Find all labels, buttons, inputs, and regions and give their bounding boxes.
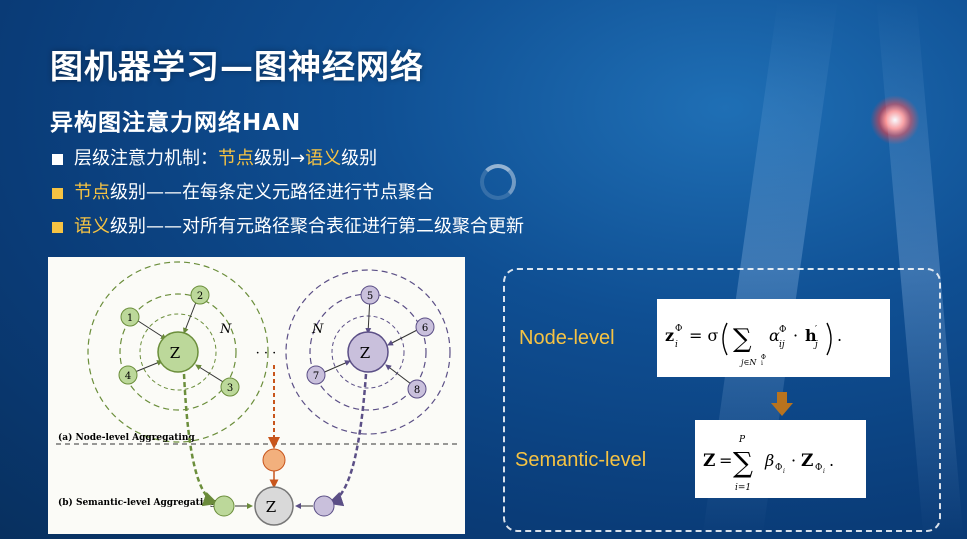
svg-text:′: ′ (815, 325, 817, 335)
svg-text:i: i (823, 468, 825, 475)
neighbor-label: N (311, 322, 324, 337)
graph-node: 4 (118, 365, 138, 385)
svg-text:·: · (791, 451, 796, 470)
loading-spinner-icon (480, 164, 516, 200)
bullet-list: 层级注意力机制：节点级别→语义级别 节点级别——在每条定义元路径进行节点聚合 语… (52, 146, 524, 248)
svg-text:i: i (783, 468, 785, 475)
bullet-item: 层级注意力机制：节点级别→语义级别 (52, 146, 524, 180)
svg-text:j: j (813, 340, 818, 350)
svg-text:β: β (764, 451, 774, 470)
bullet-highlight: 节点 (74, 182, 110, 203)
svg-text:2: 2 (197, 291, 203, 302)
graph-node: 6 (415, 317, 435, 337)
graph-node: 2 (190, 285, 210, 305)
svg-text:Z: Z (266, 498, 276, 516)
bullet-highlight: 语义 (74, 216, 110, 237)
svg-text:.: . (829, 451, 834, 470)
svg-text:ij: ij (779, 340, 785, 350)
svg-text:= σ: = σ (689, 326, 718, 345)
ellipsis: · · · (256, 346, 277, 361)
center-node-left: Z (157, 331, 199, 373)
down-arrow-icon (771, 392, 793, 416)
bullet-highlight: 节点 (218, 148, 254, 169)
svg-text:j∈N: j∈N (739, 358, 757, 367)
background-glow (870, 95, 920, 145)
svg-text:Φ: Φ (815, 463, 822, 473)
bullet-square-icon (52, 222, 63, 233)
bullet-item: 节点级别——在每条定义元路径进行节点聚合 (52, 180, 524, 214)
svg-text:3: 3 (227, 383, 233, 394)
han-figure: 1 2 3 4 5 6 7 8 Z Z N N · · · (a) Node-l… (48, 257, 465, 534)
bullet-text: 级别 (341, 148, 378, 169)
svg-text:∑: ∑ (733, 324, 752, 354)
bullet-item: 语义级别——对所有元路径聚合表征进行第二级聚合更新 (52, 214, 524, 248)
neighbor-label: N (219, 322, 232, 337)
svg-text:∑: ∑ (733, 446, 753, 479)
slide-subtitle: 异构图注意力网络HAN (50, 110, 302, 136)
bullet-square-icon (52, 188, 63, 199)
svg-text:.: . (837, 326, 842, 345)
semantic-node-left (213, 495, 235, 517)
svg-text:=: = (719, 451, 732, 470)
svg-text:6: 6 (422, 323, 428, 334)
graph-node: 8 (407, 379, 427, 399)
svg-text:Φ: Φ (761, 354, 766, 361)
svg-text:P: P (738, 435, 746, 445)
svg-text:Z: Z (170, 344, 180, 362)
svg-text:5: 5 (367, 291, 373, 302)
node-level-formula: z Φ i = σ ∑ j∈N i Φ α Φ ij · h ′ j . (657, 299, 890, 377)
final-embedding-node: Z (254, 486, 294, 526)
bullet-square-icon (52, 154, 63, 165)
svg-text:i: i (675, 340, 678, 350)
svg-text:z: z (665, 326, 674, 345)
bullet-text: 级别——对所有元路径聚合表征进行第二级聚合更新 (110, 216, 524, 237)
label-semantic-level-aggregating: (b) Semantic-level Aggregating (58, 497, 217, 508)
graph-node: 7 (306, 365, 326, 385)
label-node-level-aggregating: (a) Node-level Aggregating (58, 432, 195, 443)
bullet-text: 级别→ (254, 148, 306, 169)
graph-node: 3 (220, 377, 240, 397)
bullet-text: 级别——在每条定义元路径进行节点聚合 (110, 182, 434, 203)
svg-text:Z: Z (703, 451, 715, 471)
slide-title: 图机器学习—图神经网络 (50, 47, 424, 86)
node-level-label: Node-level (519, 327, 615, 349)
semantic-node-mid (262, 448, 286, 472)
svg-text:i: i (761, 360, 763, 367)
svg-text:α: α (769, 326, 780, 345)
semantic-node-right (313, 495, 335, 517)
svg-text:1: 1 (127, 313, 133, 324)
svg-text:4: 4 (125, 371, 131, 382)
svg-text:Φ: Φ (779, 325, 786, 335)
bullet-text: 层级注意力机制： (74, 148, 218, 169)
semantic-level-label: Semantic-level (515, 449, 647, 471)
svg-text:8: 8 (414, 385, 420, 396)
svg-text:·: · (793, 326, 798, 345)
svg-text:i=1: i=1 (735, 483, 751, 493)
svg-text:Φ: Φ (775, 463, 782, 473)
semantic-level-formula: Z = P ∑ i=1 β Φ i · Z Φ i . (695, 420, 866, 498)
graph-node: 1 (120, 307, 140, 327)
graph-node: 5 (360, 285, 380, 305)
svg-text:h: h (805, 326, 817, 345)
bullet-highlight: 语义 (305, 148, 342, 169)
formula-panel (503, 268, 941, 532)
svg-text:7: 7 (313, 371, 319, 382)
svg-text:Z: Z (801, 451, 813, 471)
center-node-right: Z (347, 331, 389, 373)
svg-text:Z: Z (360, 344, 370, 362)
svg-text:Φ: Φ (675, 324, 682, 334)
